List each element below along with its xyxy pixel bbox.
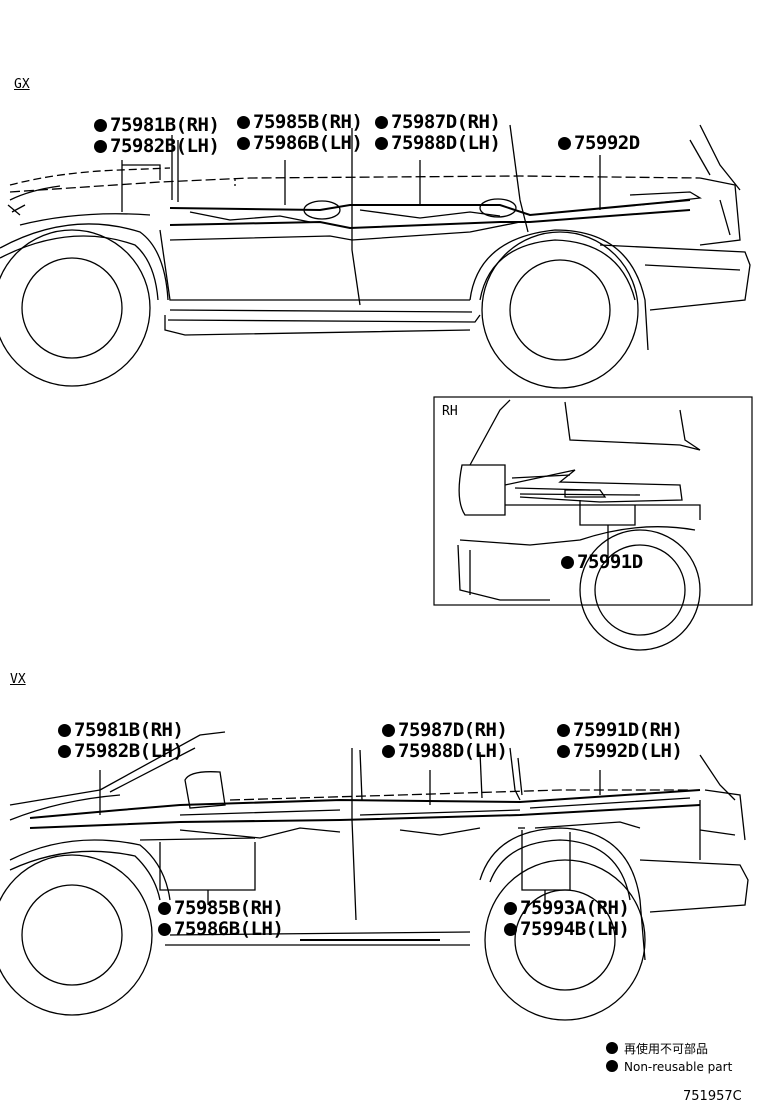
non-reusable-dot-icon bbox=[94, 119, 107, 132]
non-reusable-dot-icon bbox=[237, 137, 250, 150]
gx-part-label: 75987D(RH) bbox=[375, 112, 501, 132]
gx-part-label: 75985B(RH) bbox=[237, 112, 363, 132]
gx-section-title: GX bbox=[14, 77, 30, 92]
vx-part-label: 75987D(RH) bbox=[382, 720, 508, 740]
non-reusable-dot-icon bbox=[375, 137, 388, 150]
non-reusable-dot-icon bbox=[504, 923, 517, 936]
vx-part-label: 75988D(LH) bbox=[382, 741, 508, 761]
non-reusable-dot-icon bbox=[606, 1042, 618, 1054]
non-reusable-dot-icon bbox=[606, 1060, 618, 1072]
non-reusable-dot-icon bbox=[158, 923, 171, 936]
non-reusable-dot-icon bbox=[375, 116, 388, 129]
vx-part-label: 75992D(LH) bbox=[557, 741, 683, 761]
non-reusable-dot-icon bbox=[94, 140, 107, 153]
vx-section-title: VX bbox=[10, 672, 26, 687]
vx-part-label: 75982B(LH) bbox=[58, 741, 184, 761]
rh-inset-frame bbox=[433, 396, 753, 606]
rh-part-label: 75991D bbox=[561, 552, 643, 572]
gx-part-label: 75986B(LH) bbox=[237, 133, 363, 153]
non-reusable-dot-icon bbox=[58, 745, 71, 758]
vx-part-label: 75991D(RH) bbox=[557, 720, 683, 740]
gx-part-label: 75988D(LH) bbox=[375, 133, 501, 153]
non-reusable-dot-icon bbox=[504, 902, 517, 915]
non-reusable-dot-icon bbox=[558, 137, 571, 150]
gx-part-label: 75992D bbox=[558, 133, 640, 153]
non-reusable-dot-icon bbox=[382, 724, 395, 737]
figure-code: 751957C bbox=[683, 1089, 742, 1104]
vx-vehicle-outline bbox=[0, 731, 749, 1021]
legend-non-reusable-jp: 再使用不可部品 bbox=[606, 1040, 708, 1057]
rh-inset-title: RH bbox=[442, 404, 458, 419]
non-reusable-dot-icon bbox=[557, 724, 570, 737]
non-reusable-dot-icon bbox=[58, 724, 71, 737]
gx-part-label: 75982B(LH) bbox=[94, 136, 220, 156]
non-reusable-dot-icon bbox=[237, 116, 250, 129]
vx-part-label: 75994B(LH) bbox=[504, 919, 630, 939]
non-reusable-dot-icon bbox=[382, 745, 395, 758]
legend-non-reusable-en: Non-reusable part bbox=[606, 1060, 732, 1074]
rh-inset-outline bbox=[457, 399, 701, 651]
non-reusable-dot-icon bbox=[158, 902, 171, 915]
vx-part-label: 75986B(LH) bbox=[158, 919, 284, 939]
gx-part-label: 75981B(RH) bbox=[94, 115, 220, 135]
vx-part-label: 75993A(RH) bbox=[504, 898, 630, 918]
gx-vehicle-outline bbox=[0, 124, 751, 389]
non-reusable-dot-icon bbox=[561, 556, 574, 569]
vx-part-label: 75985B(RH) bbox=[158, 898, 284, 918]
vx-part-label: 75981B(RH) bbox=[58, 720, 184, 740]
non-reusable-dot-icon bbox=[557, 745, 570, 758]
